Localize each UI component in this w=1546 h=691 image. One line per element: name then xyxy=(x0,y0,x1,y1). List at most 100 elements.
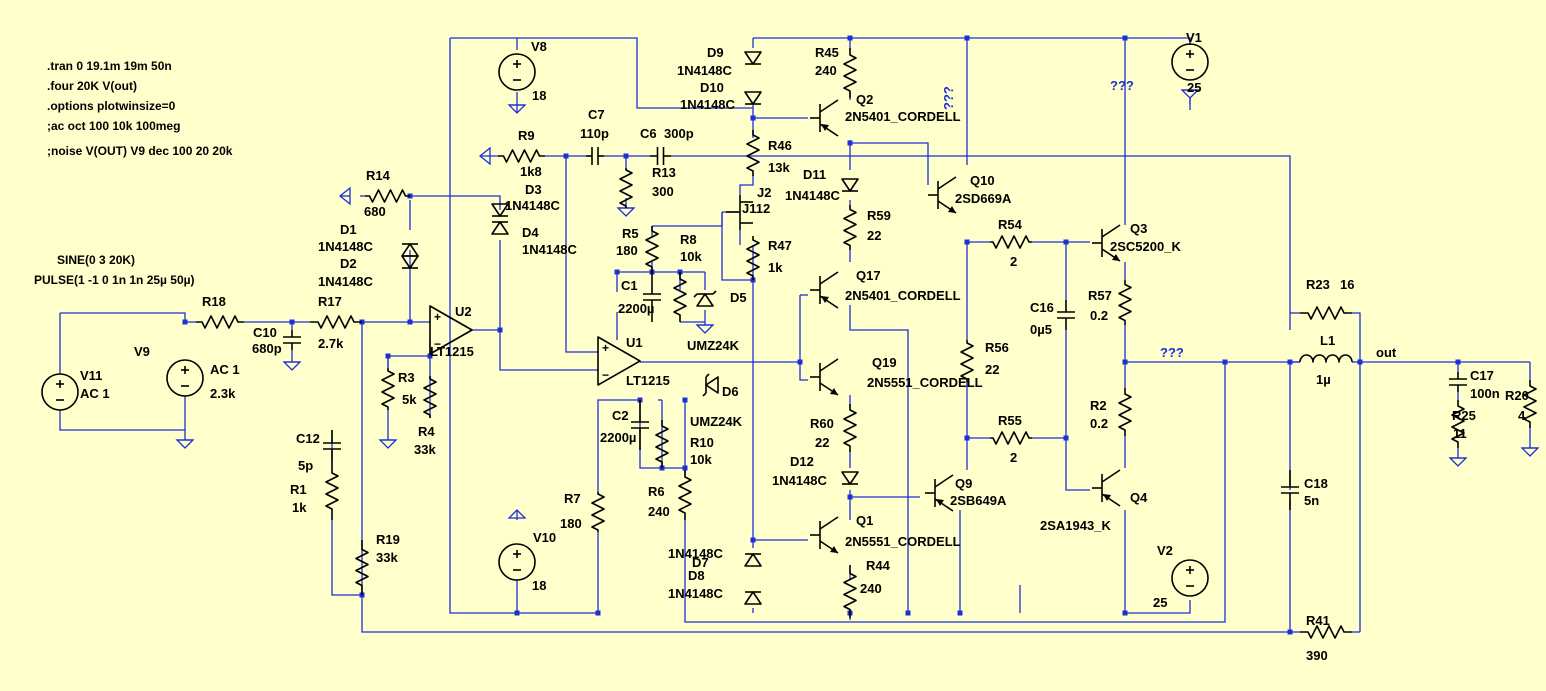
resistor-r4 xyxy=(423,376,437,418)
junction-dot xyxy=(1063,435,1069,441)
component-value-r57: 0.2 xyxy=(1090,308,1108,323)
component-value-d3: 1N4148C xyxy=(505,198,561,213)
net-label-unknown: ??? xyxy=(1110,78,1134,93)
component-value-r1: 1k xyxy=(292,500,307,515)
resistor-r17 xyxy=(310,315,362,329)
wire xyxy=(60,312,186,322)
diode-d5 xyxy=(693,290,717,307)
diode-d4 xyxy=(491,221,509,235)
resistor-r10 xyxy=(655,420,669,468)
svg-text:+: + xyxy=(602,341,609,355)
component-value-r45: 240 xyxy=(815,63,837,78)
component-label-d3: D3 xyxy=(525,182,542,197)
wire xyxy=(1124,510,1191,614)
diode-d8 xyxy=(744,591,762,605)
spice-directive: .four 20K V(out) xyxy=(47,79,137,93)
net-label-out: out xyxy=(1376,345,1397,360)
component-value-c10: 680p xyxy=(252,341,282,356)
component-label-d9: D9 xyxy=(707,45,724,60)
wire xyxy=(597,399,640,492)
resistor-r25 xyxy=(1451,400,1465,448)
component-label-q3: Q3 xyxy=(1130,221,1147,236)
component-value-c12: 5p xyxy=(298,458,313,473)
resistor-r14 xyxy=(365,189,410,203)
component-label-r9: R9 xyxy=(518,128,535,143)
component-label-q1: Q1 xyxy=(856,513,873,528)
component-value-q1: 2N5551_CORDELL xyxy=(845,534,961,549)
resistor-r41 xyxy=(1300,625,1352,639)
component-label-r17: R17 xyxy=(318,294,342,309)
wire xyxy=(739,175,754,195)
component-label-r19: R19 xyxy=(376,532,400,547)
junction-dot xyxy=(847,494,853,500)
transistor-q19 xyxy=(810,358,839,396)
component-value-r19: 33k xyxy=(376,550,398,565)
junction-dot xyxy=(497,327,503,333)
resistor-r5 xyxy=(645,226,659,272)
component-label-d6: D6 xyxy=(722,384,739,399)
junction-dot xyxy=(563,153,569,159)
capacitor-c18 xyxy=(1281,470,1299,510)
junction-dot xyxy=(1287,359,1293,365)
component-value-v2: 25 xyxy=(1153,595,1167,610)
resistor-r55 xyxy=(990,431,1032,445)
diode-d7 xyxy=(744,553,762,567)
spice-directive: .tran 0 19.1m 19m 50n xyxy=(47,59,172,73)
voltage-source-v10 xyxy=(498,543,536,581)
opamp-u1: +− xyxy=(597,336,641,386)
component-value-r56: 22 xyxy=(985,362,999,377)
component-value-c17: 100n xyxy=(1470,386,1500,401)
diode-d12 xyxy=(841,471,859,485)
component-label-q2: Q2 xyxy=(856,92,873,107)
component-label-r41: R41 xyxy=(1306,613,1330,628)
spice-directive: .options plotwinsize=0 xyxy=(47,99,176,113)
resistor-r18 xyxy=(196,315,244,329)
component-label-c17: C17 xyxy=(1470,368,1494,383)
component-label-r3: R3 xyxy=(398,370,415,385)
component-value-q4: 2SA1943_K xyxy=(1040,518,1111,533)
component-value-j2: J112 xyxy=(742,201,770,216)
voltage-source-v9 xyxy=(166,359,204,397)
capacitor-c17 xyxy=(1449,372,1467,392)
component-value-r9: 1k8 xyxy=(520,164,542,179)
component-label-d2: D2 xyxy=(340,256,357,271)
capacitor-c10 xyxy=(283,330,301,350)
junction-dot xyxy=(595,610,601,616)
wire xyxy=(450,37,753,109)
component-value-q2: 2N5401_CORDELL xyxy=(845,109,961,124)
capacitor-c7 xyxy=(586,147,604,165)
junction-dot xyxy=(407,319,413,325)
component-value-r54: 2 xyxy=(1010,254,1017,269)
component-label-q19: Q19 xyxy=(872,355,897,370)
component-label-c10: C10 xyxy=(253,325,277,340)
resistor-r8 xyxy=(673,272,687,322)
component-value-c2: 2200µ xyxy=(600,430,636,445)
transistor-q9 xyxy=(925,474,954,512)
component-value-r47: 1k xyxy=(768,260,783,275)
junction-dot xyxy=(1455,359,1461,365)
component-value-r17: 2.7k xyxy=(318,336,344,351)
wire xyxy=(59,410,185,431)
wire xyxy=(661,400,685,469)
component-value-q19: 2N5551_CORDELL xyxy=(867,375,983,390)
junction-dot xyxy=(1122,359,1128,365)
component-label-d5: D5 xyxy=(730,290,747,305)
wire xyxy=(1352,312,1361,362)
component-value-v11: AC 1 xyxy=(80,386,110,401)
component-value-r41: 390 xyxy=(1306,648,1328,663)
component-label-q4: Q4 xyxy=(1130,490,1148,505)
component-label-r54: R54 xyxy=(998,217,1023,232)
voltage-source-v8 xyxy=(498,53,536,91)
wire xyxy=(850,142,929,185)
component-value-r46: 13k xyxy=(768,160,790,175)
component-value-r20: 4 xyxy=(1518,408,1526,423)
ground-symbol xyxy=(616,207,636,217)
junction-dot xyxy=(1122,35,1128,41)
svg-text:+: + xyxy=(434,310,441,324)
diode-d2 xyxy=(401,255,419,269)
component-label-r14: R14 xyxy=(366,168,391,183)
component-label-r20: R20 xyxy=(1505,388,1529,403)
svg-text:−: − xyxy=(434,337,441,351)
component-value-r18: 2.3k xyxy=(210,386,236,401)
